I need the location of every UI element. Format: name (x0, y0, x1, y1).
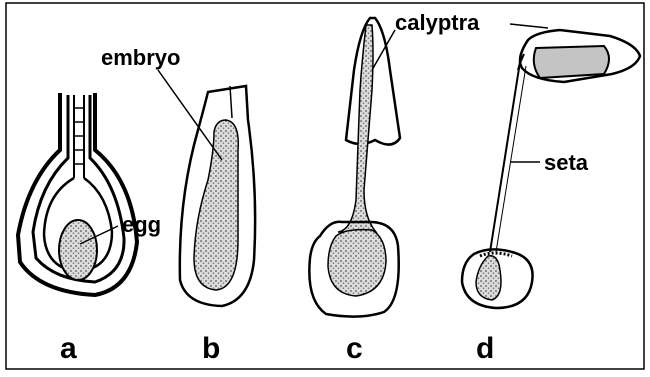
foot-c (328, 230, 386, 296)
egg-cell (59, 220, 97, 280)
calyptra-leader-d (510, 24, 548, 28)
panel-label-d: d (476, 332, 494, 365)
archegonium-a (18, 93, 137, 295)
label-embryo: embryo (101, 45, 180, 70)
seta-stalk (490, 62, 520, 252)
label-egg: egg (122, 212, 161, 237)
embryo-leader (158, 70, 222, 160)
panel-label-a: a (60, 332, 77, 365)
embryo-body (194, 120, 238, 290)
label-calyptra: calyptra (395, 10, 480, 35)
foot-d (476, 256, 501, 300)
sporophyte-c (309, 18, 400, 317)
panel-label-b: b (202, 332, 220, 365)
embryo-b (180, 86, 255, 306)
label-seta: seta (544, 150, 589, 175)
panel-label-c: c (346, 332, 363, 365)
